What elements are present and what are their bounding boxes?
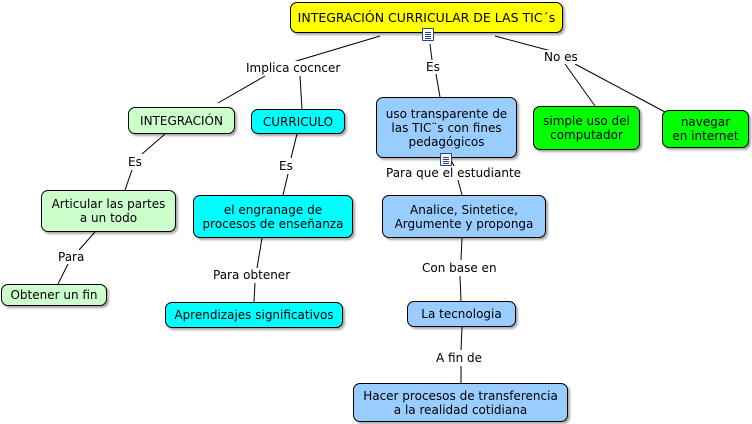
navegar-node[interactable]: navegar en internet bbox=[662, 110, 749, 148]
link-label-a-fin-de: A fin de bbox=[434, 351, 485, 365]
link-label-implica: Implica cocncer bbox=[244, 61, 343, 75]
link-label-no-es: No es bbox=[542, 50, 580, 64]
analice-node[interactable]: Analice, Sintetice, Argumente y proponga bbox=[382, 195, 546, 238]
navegar-text: navegar en internet bbox=[672, 115, 739, 143]
link-label-con-base: Con base en bbox=[420, 261, 499, 275]
aprendizajes-node[interactable]: Aprendizajes significativos bbox=[165, 302, 343, 328]
articular-node[interactable]: Articular las partes a un todo bbox=[41, 190, 176, 232]
link-label-para: Para bbox=[56, 250, 87, 264]
link-label-es-root: Es bbox=[424, 60, 442, 74]
engranaje-node[interactable]: el engranage de procesos de enseñanza bbox=[193, 195, 353, 238]
uso-transparente-node[interactable]: uso transparente de las TIC¨s con fines … bbox=[376, 97, 517, 158]
document-icon[interactable] bbox=[422, 28, 434, 41]
link-label-para-que: Para que el estudiante bbox=[384, 166, 524, 180]
simple-uso-node[interactable]: simple uso del computador bbox=[533, 106, 640, 150]
engranaje-text: el engranage de procesos de enseñanza bbox=[202, 202, 344, 231]
uso-transparente-text: uso transparente de las TIC¨s con fines … bbox=[385, 106, 508, 149]
link-label-para-obtener: Para obtener bbox=[211, 268, 293, 282]
root-concept[interactable]: INTEGRACIÓN CURRICULAR DE LAS TIC´s bbox=[290, 2, 563, 33]
curriculo-node[interactable]: CURRICULO bbox=[251, 109, 345, 134]
link-label-es-curriculo: Es bbox=[277, 159, 295, 173]
link-label-es-integracion: Es bbox=[126, 155, 144, 169]
articular-text: Articular las partes a un todo bbox=[51, 197, 166, 225]
tecnologia-node[interactable]: La tecnologia bbox=[407, 301, 516, 327]
hacer-procesos-text: Hacer procesos de transferencia a la rea… bbox=[363, 388, 558, 417]
obtener-fin-node[interactable]: Obtener un fin bbox=[1, 284, 107, 306]
document-icon[interactable] bbox=[440, 153, 452, 166]
analice-text: Analice, Sintetice, Argumente y proponga bbox=[394, 202, 534, 231]
hacer-procesos-node[interactable]: Hacer procesos de transferencia a la rea… bbox=[353, 383, 568, 422]
simple-uso-text: simple uso del computador bbox=[543, 114, 630, 142]
integracion-node[interactable]: INTEGRACIÓN bbox=[128, 107, 235, 134]
